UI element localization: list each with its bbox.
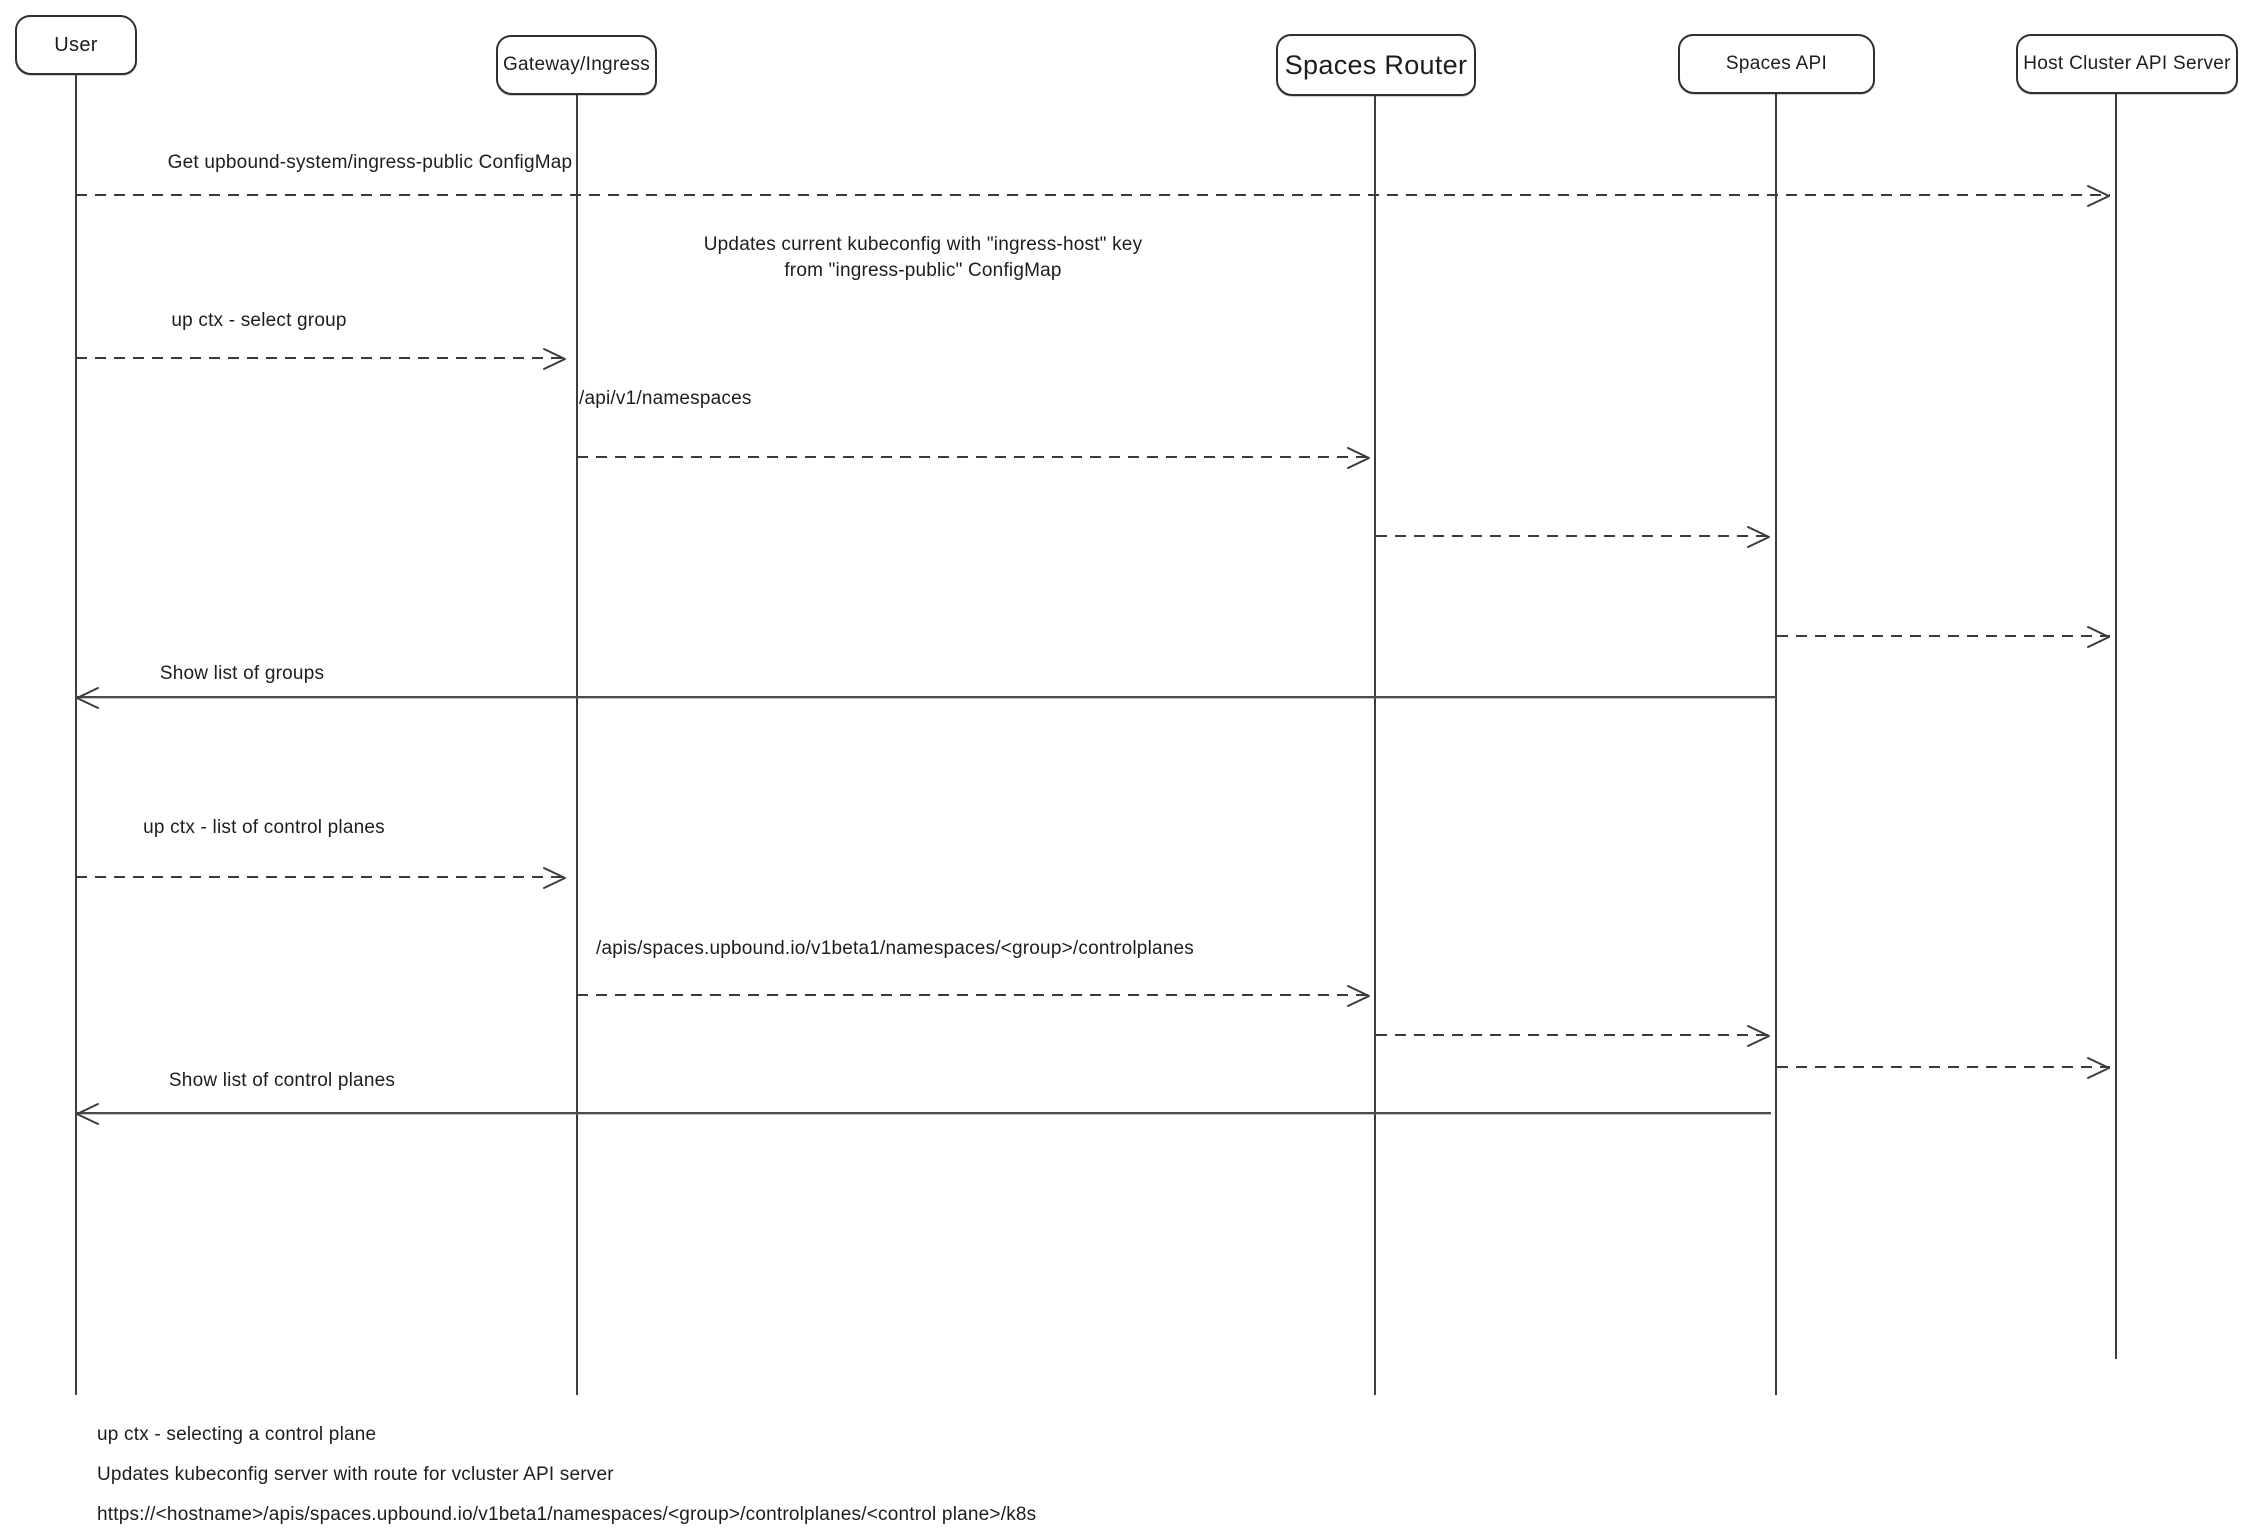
message-arrowhead-show-list-of-control-planes	[76, 1103, 99, 1125]
message-label-get-ingress-public-configmap: Get upbound-system/ingress-public Config…	[167, 152, 573, 173]
message-label-apis-spaces-controlplanes: /apis/spaces.upbound.io/v1beta1/namespac…	[596, 938, 1194, 959]
message-line-up-ctx-list-control-planes	[76, 876, 566, 878]
actor-box-gateway-ingress: Gateway/Ingress	[496, 35, 657, 95]
annotation-select-control-plane: up ctx - selecting a control plane	[97, 1424, 377, 1445]
message-label-up-ctx-list-control-planes: up ctx - list of control planes	[143, 817, 385, 838]
actor-box-user: User	[15, 15, 137, 75]
message-line-get-ingress-public-configmap	[76, 194, 2110, 196]
message-arrowhead-api-v1-namespaces	[1347, 447, 1370, 469]
message-line-apis-spaces-controlplanes	[577, 994, 1370, 996]
message-label-api-v1-namespaces: /api/v1/namespaces	[579, 388, 752, 409]
actor-box-host-cluster-api-server: Host Cluster API Server	[2016, 34, 2238, 94]
message-arrowhead-get-ingress-public-configmap	[2087, 185, 2110, 207]
message-arrowhead-spaces-api-to-host-1	[2087, 626, 2110, 648]
actor-box-spaces-api: Spaces API	[1678, 34, 1875, 94]
message-line-spaces-api-to-host-2	[1777, 1066, 2110, 1068]
lifeline-host-cluster-api-server	[2115, 94, 2117, 1359]
message-arrowhead-router-to-spaces-api-2	[1747, 1025, 1770, 1047]
actor-label-user: User	[54, 33, 98, 56]
message-label-show-list-of-groups: Show list of groups	[159, 663, 325, 684]
message-line-router-to-spaces-api-2	[1376, 1034, 1770, 1036]
message-line-spaces-api-to-host-1	[1777, 635, 2110, 637]
message-arrowhead-up-ctx-list-control-planes	[543, 867, 566, 889]
message-arrowhead-up-ctx-select-group	[543, 348, 566, 370]
message-arrowhead-show-list-of-groups	[76, 687, 99, 709]
message-line-up-ctx-select-group	[76, 357, 566, 359]
actor-label-spaces-router: Spaces Router	[1284, 49, 1468, 80]
message-label-up-ctx-select-group: up ctx - select group	[171, 310, 347, 331]
message-arrowhead-router-to-spaces-api-1	[1747, 526, 1770, 548]
message-line-router-to-spaces-api-1	[1376, 535, 1770, 537]
message-label-show-list-of-control-planes: Show list of control planes	[168, 1070, 396, 1091]
lifeline-gateway-ingress	[576, 95, 578, 1395]
actor-label-spaces-api: Spaces API	[1725, 53, 1828, 74]
annotation-kubeconfig-route: Updates kubeconfig server with route for…	[97, 1464, 614, 1485]
lifeline-user	[75, 75, 77, 1395]
annotation-vcluster-url: https://<hostname>/apis/spaces.upbound.i…	[97, 1504, 1037, 1525]
note-kubeconfig-update-note-line-2: from "ingress-public" ConfigMap	[784, 260, 1062, 281]
message-arrowhead-apis-spaces-controlplanes	[1347, 985, 1370, 1007]
message-line-show-list-of-groups	[76, 696, 1776, 698]
message-line-show-list-of-control-planes	[76, 1112, 1771, 1114]
message-line-api-v1-namespaces	[577, 456, 1370, 458]
message-arrowhead-spaces-api-to-host-2	[2087, 1057, 2110, 1079]
actor-label-host-cluster-api-server: Host Cluster API Server	[2023, 53, 2231, 74]
note-kubeconfig-update-note-line-1: Updates current kubeconfig with "ingress…	[703, 234, 1143, 255]
actor-label-gateway-ingress: Gateway/Ingress	[502, 54, 651, 75]
lifeline-spaces-api	[1775, 94, 1777, 1395]
actor-box-spaces-router: Spaces Router	[1276, 34, 1476, 96]
lifeline-spaces-router	[1374, 96, 1376, 1395]
